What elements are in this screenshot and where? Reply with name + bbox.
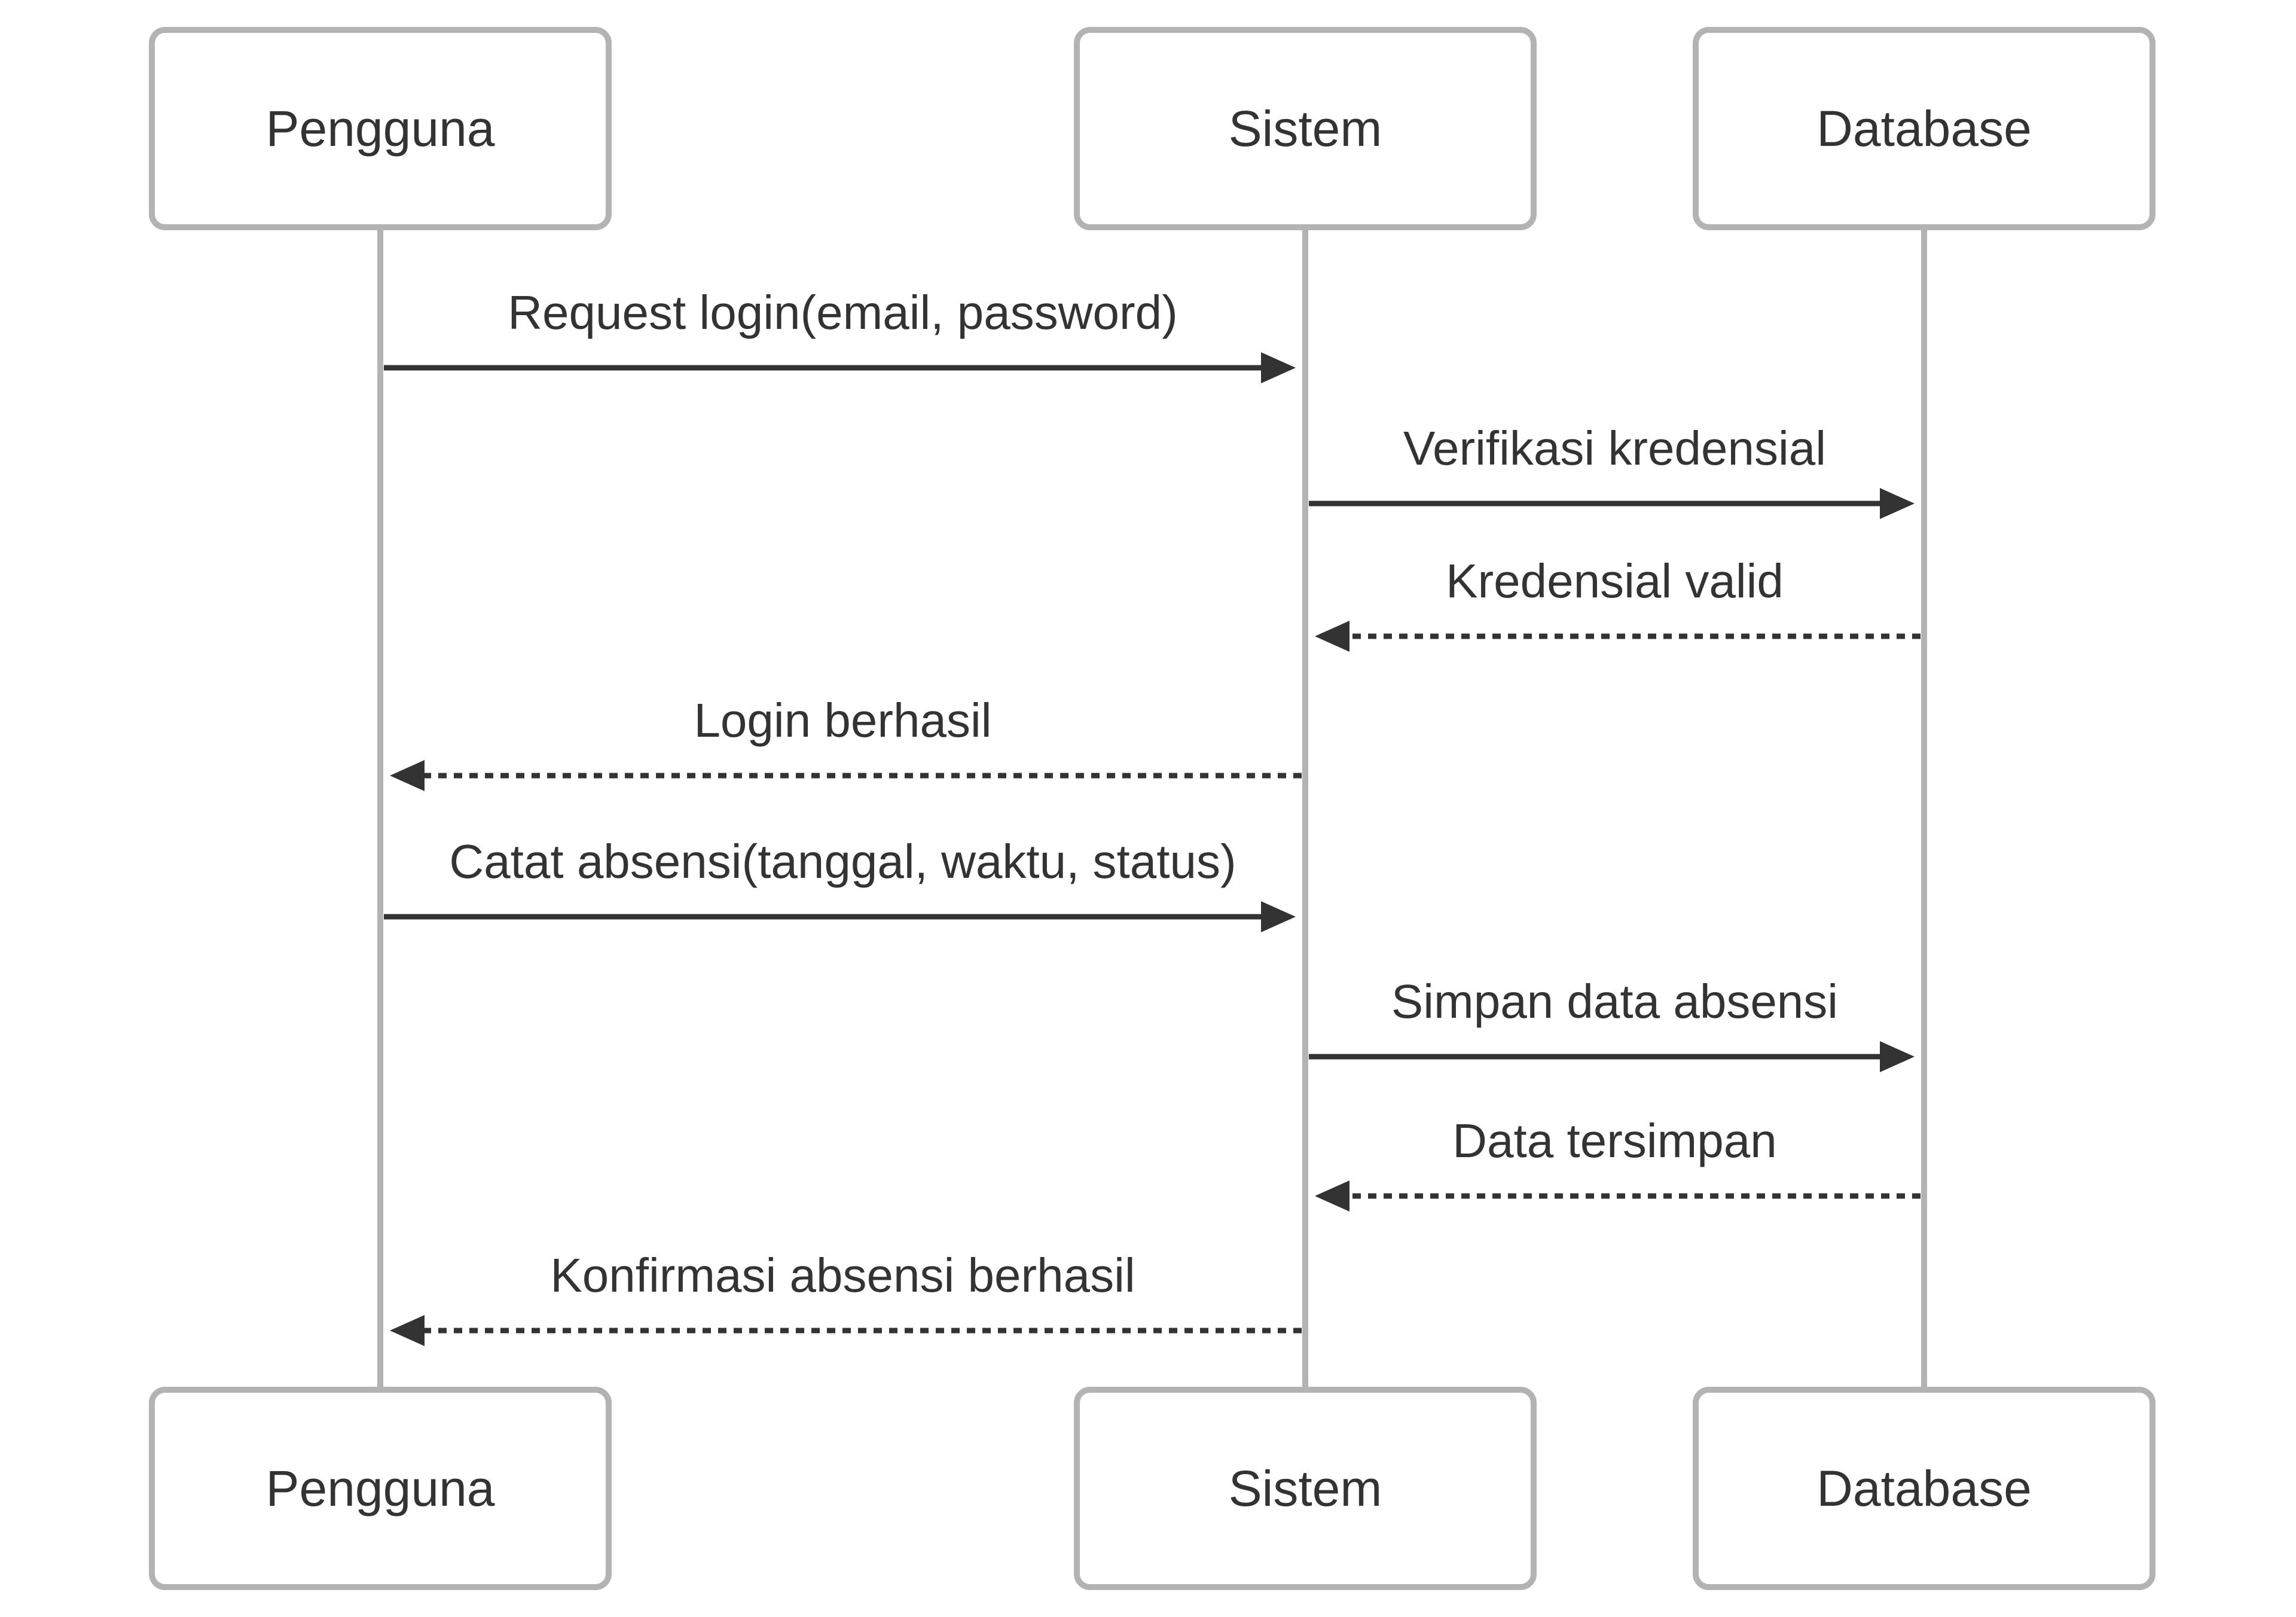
message-label-7: Data tersimpan — [1452, 1114, 1776, 1167]
message-label-2: Verifikasi kredensial — [1403, 422, 1826, 475]
participant-label-sistem-top: Sistem — [1229, 100, 1382, 157]
message-5: Catat absensi(tanggal, waktu, status) — [384, 835, 1296, 932]
arrowhead-5 — [1261, 901, 1296, 932]
arrowhead-6 — [1880, 1041, 1915, 1072]
participants-top: Pengguna Sistem Database — [149, 27, 2155, 230]
participant-box-pengguna-top — [149, 27, 612, 230]
message-2: Verifikasi kredensial — [1309, 422, 1915, 519]
message-label-5: Catat absensi(tanggal, waktu, status) — [449, 835, 1236, 888]
participant-database-bottom: Database — [1693, 1387, 2155, 1590]
participant-label-sistem-bottom: Sistem — [1229, 1460, 1382, 1517]
participant-pengguna-top: Pengguna — [149, 27, 612, 230]
participants-bottom: Pengguna Sistem Database — [149, 1387, 2155, 1590]
message-label-6: Simpan data absensi — [1391, 975, 1838, 1028]
message-label-1: Request login(email, password) — [508, 286, 1178, 339]
participant-box-database-bottom — [1693, 1387, 2155, 1590]
participant-pengguna-bottom: Pengguna — [149, 1387, 612, 1590]
arrowhead-4 — [390, 760, 425, 791]
arrowhead-1 — [1261, 352, 1296, 383]
message-7: Data tersimpan — [1315, 1114, 1921, 1212]
message-6: Simpan data absensi — [1309, 975, 1915, 1072]
message-1: Request login(email, password) — [384, 286, 1296, 383]
participant-sistem-top: Sistem — [1074, 27, 1537, 230]
participant-sistem-bottom: Sistem — [1074, 1387, 1537, 1590]
participant-label-database-top: Database — [1816, 100, 2032, 157]
messages: Request login(email, password) Verifikasi… — [384, 286, 1921, 1346]
participant-box-sistem-bottom — [1074, 1387, 1537, 1590]
participant-database-top: Database — [1693, 27, 2155, 230]
message-label-3: Kredensial valid — [1446, 554, 1784, 608]
arrowhead-8 — [390, 1315, 425, 1346]
arrowhead-2 — [1880, 488, 1915, 519]
message-3: Kredensial valid — [1315, 554, 1921, 652]
message-8: Konfirmasi absensi berhasil — [390, 1249, 1302, 1346]
participant-label-pengguna-bottom: Pengguna — [265, 1460, 494, 1517]
message-label-8: Konfirmasi absensi berhasil — [550, 1249, 1135, 1302]
participant-label-database-bottom: Database — [1816, 1460, 2032, 1517]
message-4: Login berhasil — [390, 694, 1302, 791]
participant-label-pengguna-top: Pengguna — [265, 100, 494, 157]
participant-box-pengguna-bottom — [149, 1387, 612, 1590]
arrowhead-3 — [1315, 621, 1349, 652]
lifelines — [377, 227, 1927, 1390]
participant-box-database-top — [1693, 27, 2155, 230]
message-label-4: Login berhasil — [694, 694, 991, 747]
participant-box-sistem-top — [1074, 27, 1537, 230]
arrowhead-7 — [1315, 1180, 1349, 1212]
